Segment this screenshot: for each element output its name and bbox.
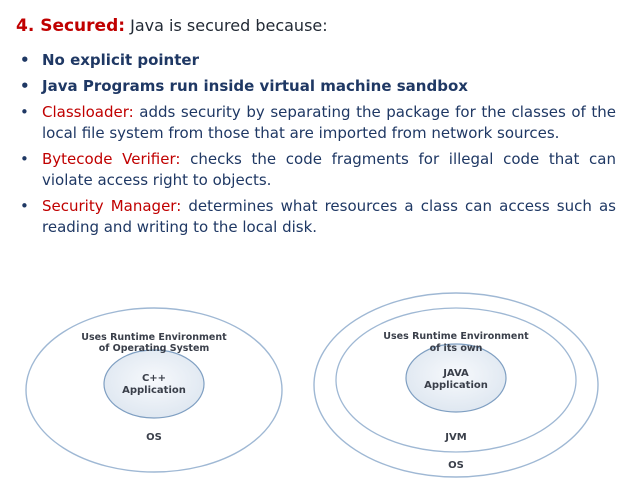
bullet-item: • Java Programs run inside virtual machi… <box>20 76 616 97</box>
java-runtime-diagram: Uses Runtime Environment of its own JAVA… <box>313 292 599 478</box>
java-env-line1: Uses Runtime Environment <box>383 331 529 342</box>
cpp-env-line1: Uses Runtime Environment <box>81 332 227 343</box>
slide-title: 4. Secured: Java is secured because: <box>16 16 328 36</box>
jvm-circle <box>335 307 577 453</box>
bullet-text: adds security by separating the package … <box>42 103 617 142</box>
bullet-text: No explicit pointer <box>42 51 199 69</box>
java-app-line1: JAVA <box>442 368 469 379</box>
bullet-dot-icon: • <box>20 103 29 121</box>
cpp-runtime-diagram: Uses Runtime Environment of Operating Sy… <box>25 307 283 473</box>
java-app-circle <box>405 343 507 413</box>
java-env-line2: of its own <box>430 343 483 354</box>
bullet-item: • Classloader: adds security by separati… <box>20 102 616 144</box>
cpp-app-line2: Application <box>122 385 186 396</box>
cpp-app-circle <box>103 349 205 419</box>
bullet-dot-icon: • <box>20 197 29 215</box>
os-outer-circle <box>25 307 283 473</box>
bullet-text: checks the code fragments for illegal co… <box>42 150 616 189</box>
bullet-highlight: Classloader: <box>42 103 134 121</box>
cpp-os-label: OS <box>146 432 162 443</box>
bullet-item: • No explicit pointer <box>20 50 616 71</box>
title-text: Java is secured because: <box>130 16 328 35</box>
java-os-label: OS <box>448 460 464 471</box>
bullet-dot-icon: • <box>20 150 29 168</box>
os-outer-circle <box>313 292 599 478</box>
jvm-label: JVM <box>444 432 466 443</box>
cpp-app-line1: C++ <box>142 373 166 384</box>
cpp-env-line2: of Operating System <box>99 343 210 354</box>
bullet-dot-icon: • <box>20 77 30 95</box>
java-app-line2: Application <box>424 380 488 391</box>
bullet-item: • Security Manager: determines what reso… <box>20 196 616 238</box>
bullet-dot-icon: • <box>20 51 30 69</box>
bullet-highlight: Security Manager: <box>42 197 182 215</box>
title-number-label: 4. Secured: <box>16 16 126 36</box>
bullet-text: Java Programs run inside virtual machine… <box>42 77 468 95</box>
bullet-list: • No explicit pointer • Java Programs ru… <box>20 50 616 243</box>
bullet-text: determines what resources a class can ac… <box>42 197 616 236</box>
bullet-item: • Bytecode Verifier: checks the code fra… <box>20 149 616 191</box>
bullet-highlight: Bytecode Verifier: <box>42 150 181 168</box>
